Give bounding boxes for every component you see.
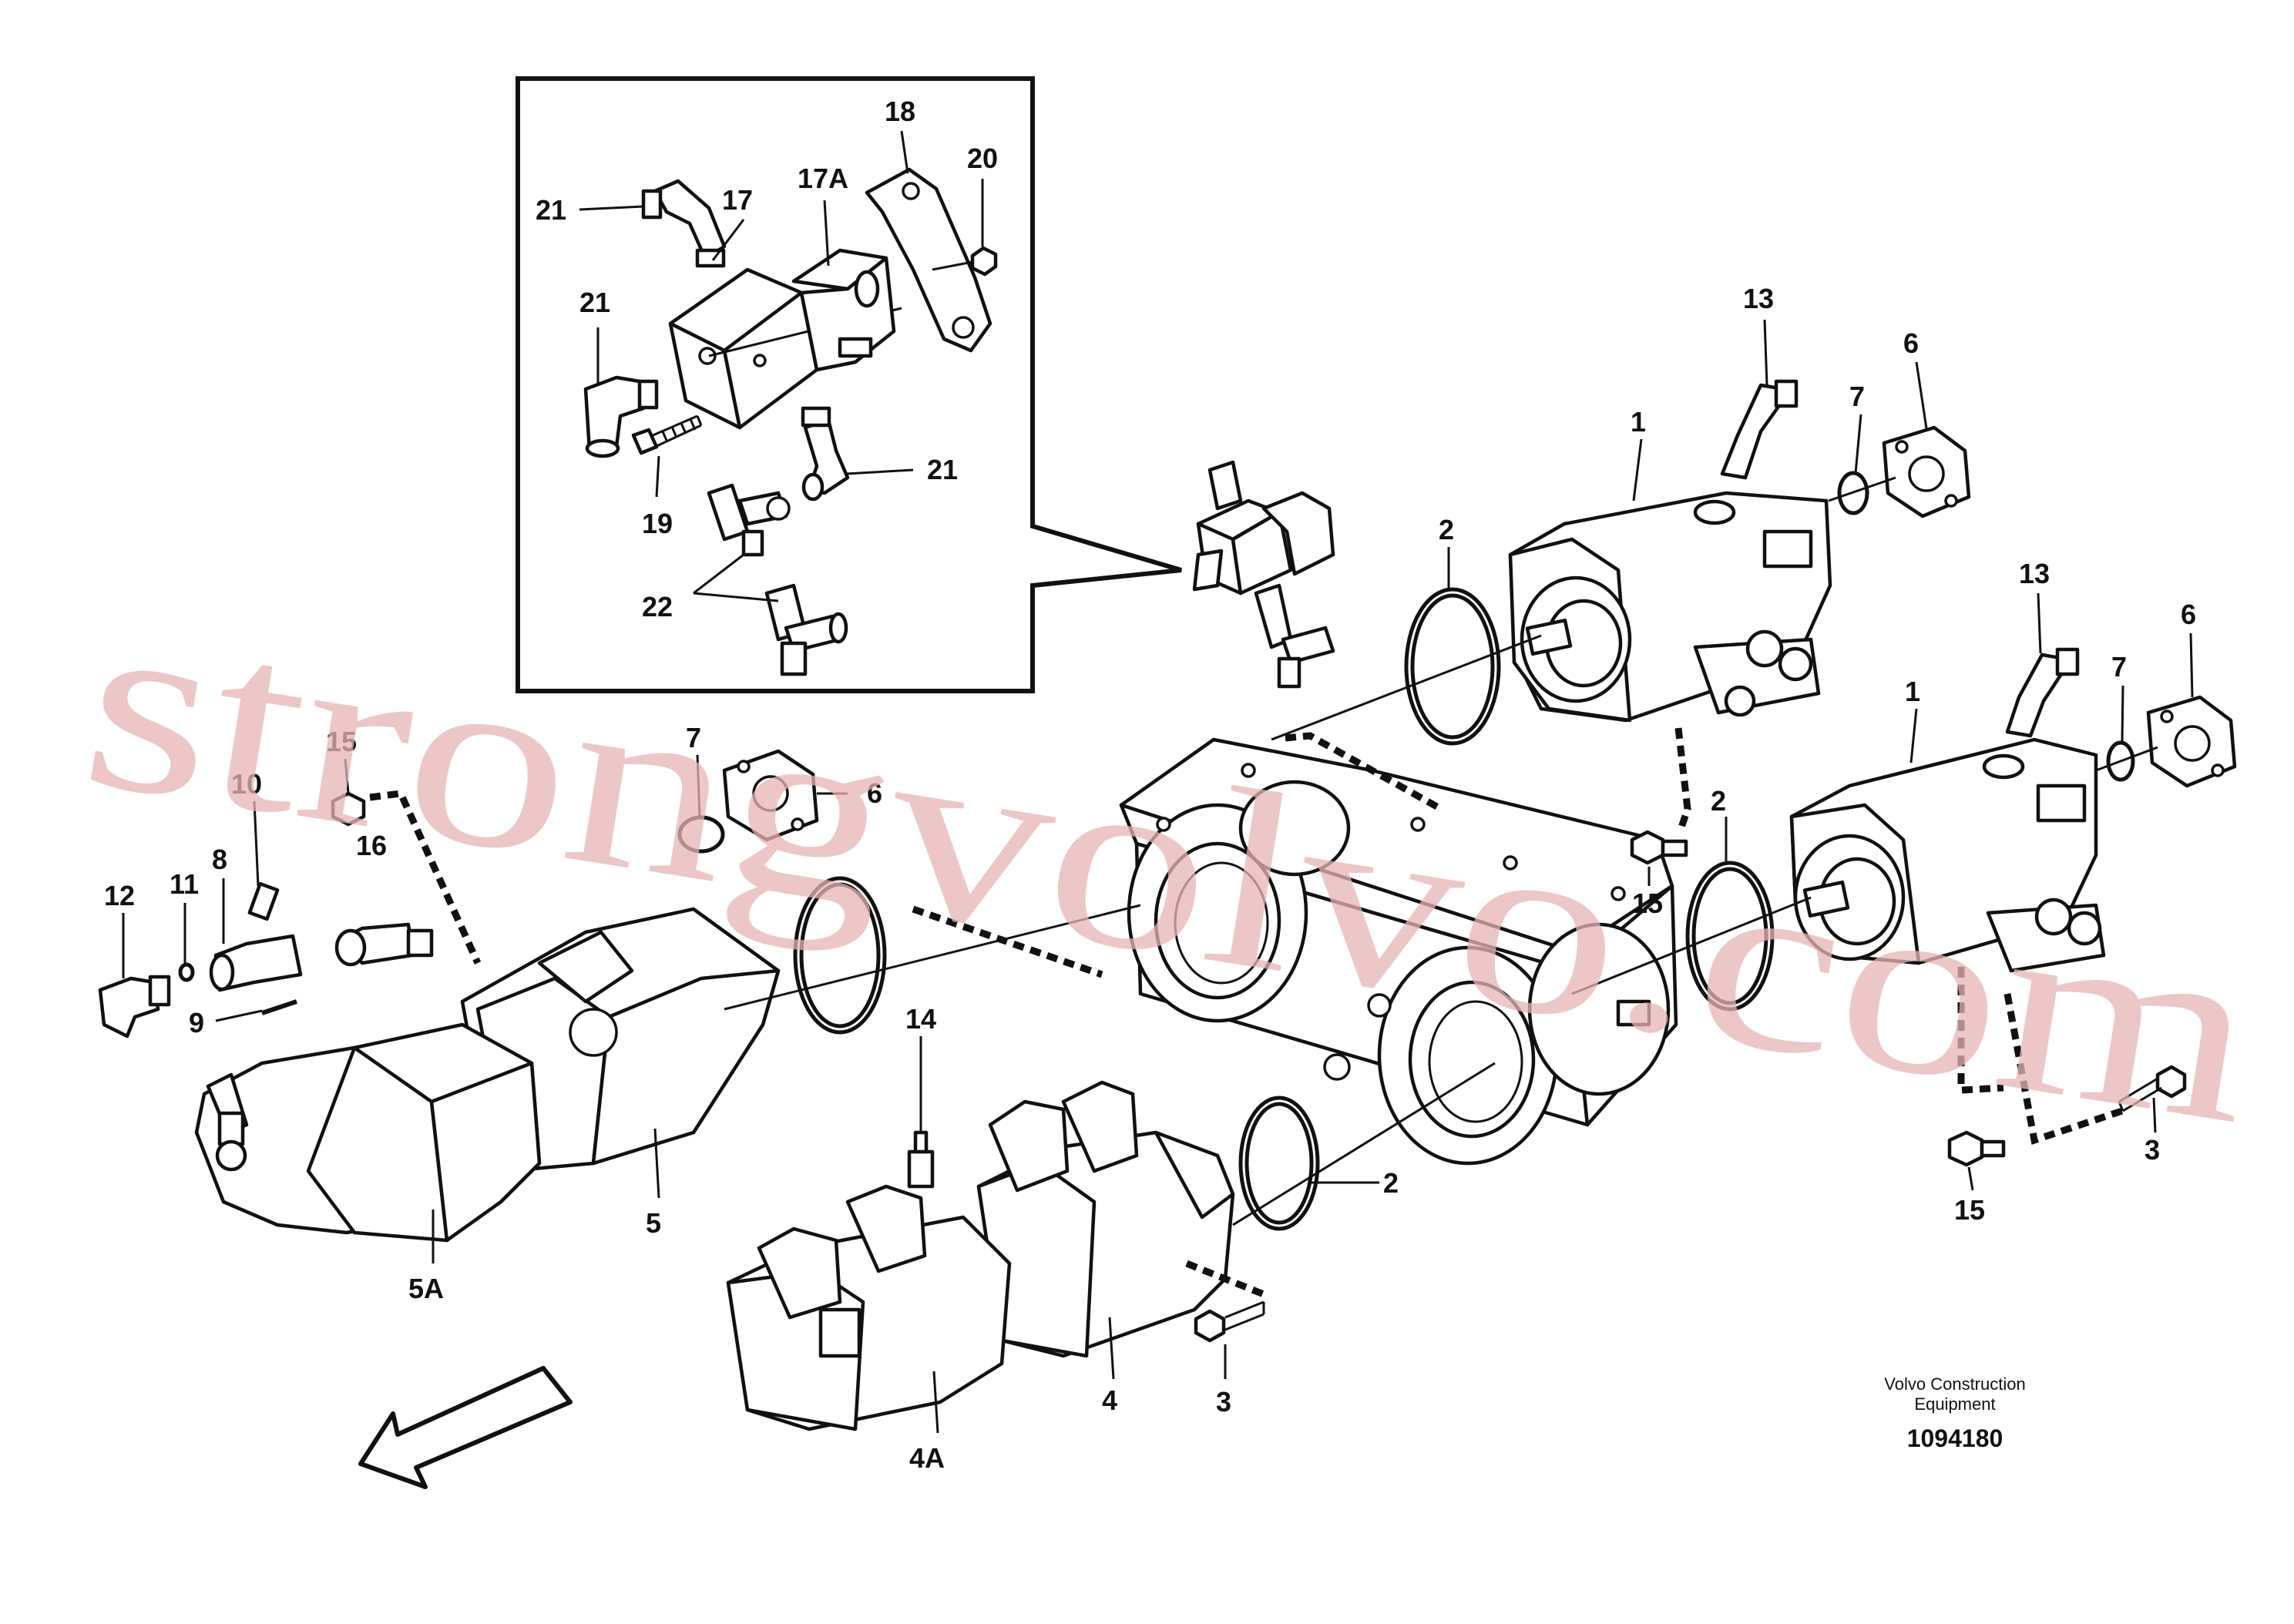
callout-14: 14 bbox=[905, 1003, 936, 1035]
callout-21: 21 bbox=[927, 454, 958, 485]
callout-18: 18 bbox=[885, 96, 915, 127]
callout-7: 7 bbox=[686, 722, 701, 753]
callout-3: 3 bbox=[2145, 1134, 2160, 1166]
o-ring-11 bbox=[178, 903, 195, 982]
elbow-fitting-13-lower bbox=[2005, 592, 2080, 738]
callout-4a: 4A bbox=[909, 1442, 945, 1474]
elbow-fitting-21-bottom bbox=[801, 406, 850, 502]
hydraulic-pump-1-lower bbox=[1789, 708, 2106, 973]
flange-6-lower bbox=[2095, 632, 2237, 788]
seal-9 bbox=[215, 999, 297, 1022]
callout-8: 8 bbox=[212, 844, 227, 875]
callout-10: 10 bbox=[231, 768, 262, 800]
callout-21: 21 bbox=[579, 287, 610, 318]
callout-15: 15 bbox=[326, 726, 357, 757]
callout-1: 1 bbox=[1631, 406, 1646, 438]
flange-6-left bbox=[722, 749, 848, 842]
callout-12: 12 bbox=[104, 880, 135, 911]
tee-fitting-22-lower bbox=[764, 583, 848, 676]
front-direction-arrow bbox=[358, 1366, 573, 1489]
valve-assembly-small bbox=[1192, 460, 1335, 689]
adapter-16 bbox=[334, 922, 434, 967]
callout-9: 9 bbox=[189, 1007, 204, 1038]
callout-17a: 17A bbox=[798, 163, 848, 194]
fitting-15-center bbox=[1630, 830, 1688, 886]
callout-6: 6 bbox=[867, 777, 882, 809]
fitting-15-right bbox=[1947, 1130, 2006, 1191]
valve-block-17 bbox=[668, 267, 902, 430]
company-name-line1: Volvo Construction bbox=[1884, 1374, 2025, 1394]
elbow-fitting-21-left bbox=[583, 375, 659, 458]
callout-15: 15 bbox=[1632, 887, 1663, 919]
bolt-3-right bbox=[2118, 1065, 2187, 1133]
alignment-dashed-lines bbox=[369, 727, 2128, 1298]
fitting-14 bbox=[907, 1036, 935, 1189]
detail-inset-outline bbox=[516, 76, 1182, 693]
elbow-fitting-13-upper bbox=[1720, 319, 1799, 480]
callout-16: 16 bbox=[356, 830, 387, 861]
o-ring-2-left bbox=[724, 876, 1141, 1035]
hydraulic-pump-4 bbox=[976, 1080, 1235, 1380]
o-ring-7-upper bbox=[1837, 414, 1869, 515]
o-ring-7-left bbox=[677, 754, 725, 854]
callout-20: 20 bbox=[967, 143, 998, 174]
callout-2: 2 bbox=[1383, 1167, 1399, 1199]
o-ring-2-right bbox=[1571, 817, 1812, 1012]
nut-20 bbox=[932, 246, 998, 277]
callout-21: 21 bbox=[536, 194, 566, 226]
o-ring-2-lower bbox=[1232, 1062, 1496, 1231]
callout-11: 11 bbox=[170, 868, 199, 900]
fitting-15-left bbox=[331, 758, 366, 827]
pump-drive-housing bbox=[1119, 737, 1678, 1166]
callout-3: 3 bbox=[1216, 1386, 1231, 1418]
callout-13: 13 bbox=[1743, 283, 1774, 314]
document-number: 1094180 bbox=[1907, 1424, 2003, 1452]
solenoid-17a bbox=[791, 248, 896, 372]
elbow-fitting-21-top bbox=[641, 179, 727, 268]
hydraulic-pump-4a bbox=[726, 1184, 1012, 1434]
tee-fitting-22-upper bbox=[707, 483, 791, 557]
bolt-3-lower bbox=[1194, 1300, 1265, 1379]
o-ring-2-upper bbox=[1271, 547, 1542, 746]
callout-4: 4 bbox=[1102, 1384, 1117, 1416]
bolt-19 bbox=[631, 414, 703, 455]
callout-6: 6 bbox=[2181, 599, 2196, 630]
callout-7: 7 bbox=[1849, 381, 1865, 412]
hydraulic-pump-1-upper bbox=[1508, 438, 1832, 723]
company-name-line2: Equipment bbox=[1914, 1394, 1995, 1414]
bracket-18 bbox=[865, 167, 992, 353]
callout-5: 5 bbox=[646, 1207, 661, 1239]
hydraulic-pump-5a bbox=[194, 1022, 542, 1263]
callout-2: 2 bbox=[1439, 514, 1454, 545]
detail-inset: 21 17 17A 18 20 21 21 19 22 bbox=[516, 76, 1182, 693]
callout-7: 7 bbox=[2111, 651, 2127, 683]
o-ring-7-lower bbox=[2106, 685, 2135, 782]
callout-1: 1 bbox=[1905, 676, 1920, 707]
callout-5a: 5A bbox=[408, 1273, 444, 1304]
callout-13: 13 bbox=[2019, 558, 2050, 589]
callout-6: 6 bbox=[1903, 327, 1919, 359]
callout-15: 15 bbox=[1954, 1194, 1985, 1226]
plug-10 bbox=[247, 800, 280, 921]
pressure-sensor-8 bbox=[209, 878, 303, 992]
elbow-fitting-12 bbox=[98, 913, 171, 1038]
flange-6-upper bbox=[1828, 361, 1971, 518]
callout-17: 17 bbox=[722, 184, 753, 216]
callout-19: 19 bbox=[642, 508, 673, 539]
callout-22: 22 bbox=[642, 591, 673, 622]
callout-2: 2 bbox=[1711, 785, 1726, 817]
